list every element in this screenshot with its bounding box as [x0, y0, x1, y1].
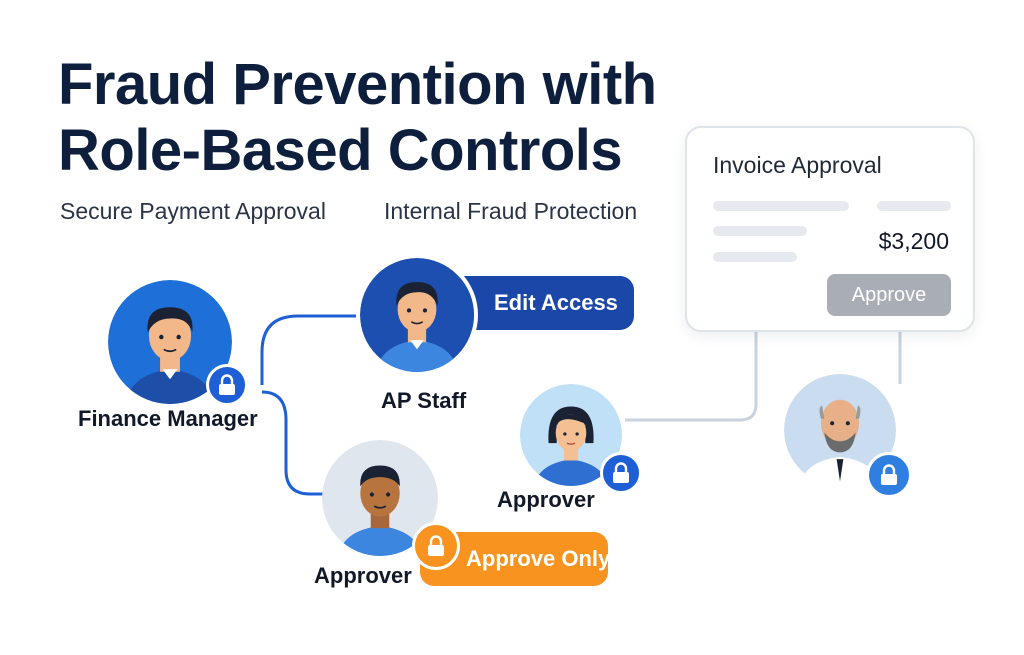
connector-manager-to-ap-staff	[260, 314, 360, 385]
page-title: Fraud Prevention with Role-Based Control…	[58, 52, 657, 184]
invoice-amount: $3,200	[878, 228, 949, 254]
finance-manager-avatar	[108, 280, 232, 404]
approve-only-label: Approve Only	[466, 546, 611, 571]
approver-center-label: Approver	[497, 487, 595, 512]
invoice-approval-card: Invoice Approval $3,200 Approve	[685, 126, 975, 332]
executive-lock-icon	[866, 452, 912, 498]
placeholder-line	[713, 252, 797, 262]
ap-staff-avatar	[356, 254, 478, 376]
approver-center-avatar	[516, 380, 626, 490]
finance-manager-label: Finance Manager	[78, 406, 258, 431]
connector-manager-to-approver	[261, 390, 326, 496]
executive-avatar	[784, 374, 896, 486]
approver-bottom-avatar	[322, 440, 438, 556]
subtitle-secure-payment: Secure Payment Approval	[60, 198, 326, 224]
placeholder-line	[713, 226, 807, 236]
title-line-1: Fraud Prevention with	[58, 52, 657, 117]
placeholder-line	[877, 201, 951, 211]
approver-center-lock-icon	[600, 452, 642, 494]
approver-bottom-label: Approver	[314, 563, 412, 588]
approve-button[interactable]: Approve	[827, 274, 951, 316]
ap-staff-label: AP Staff	[381, 388, 467, 413]
subtitle-internal-fraud: Internal Fraud Protection	[384, 198, 638, 224]
placeholder-line	[713, 201, 849, 211]
edit-access-label: Edit Access	[494, 290, 618, 315]
finance-manager-lock-icon	[206, 364, 248, 406]
title-line-2: Role-Based Controls	[58, 118, 623, 183]
connector-approver-to-card	[625, 330, 758, 422]
invoice-card-title: Invoice Approval	[713, 152, 882, 178]
approver-bottom-lock-icon	[412, 522, 460, 570]
